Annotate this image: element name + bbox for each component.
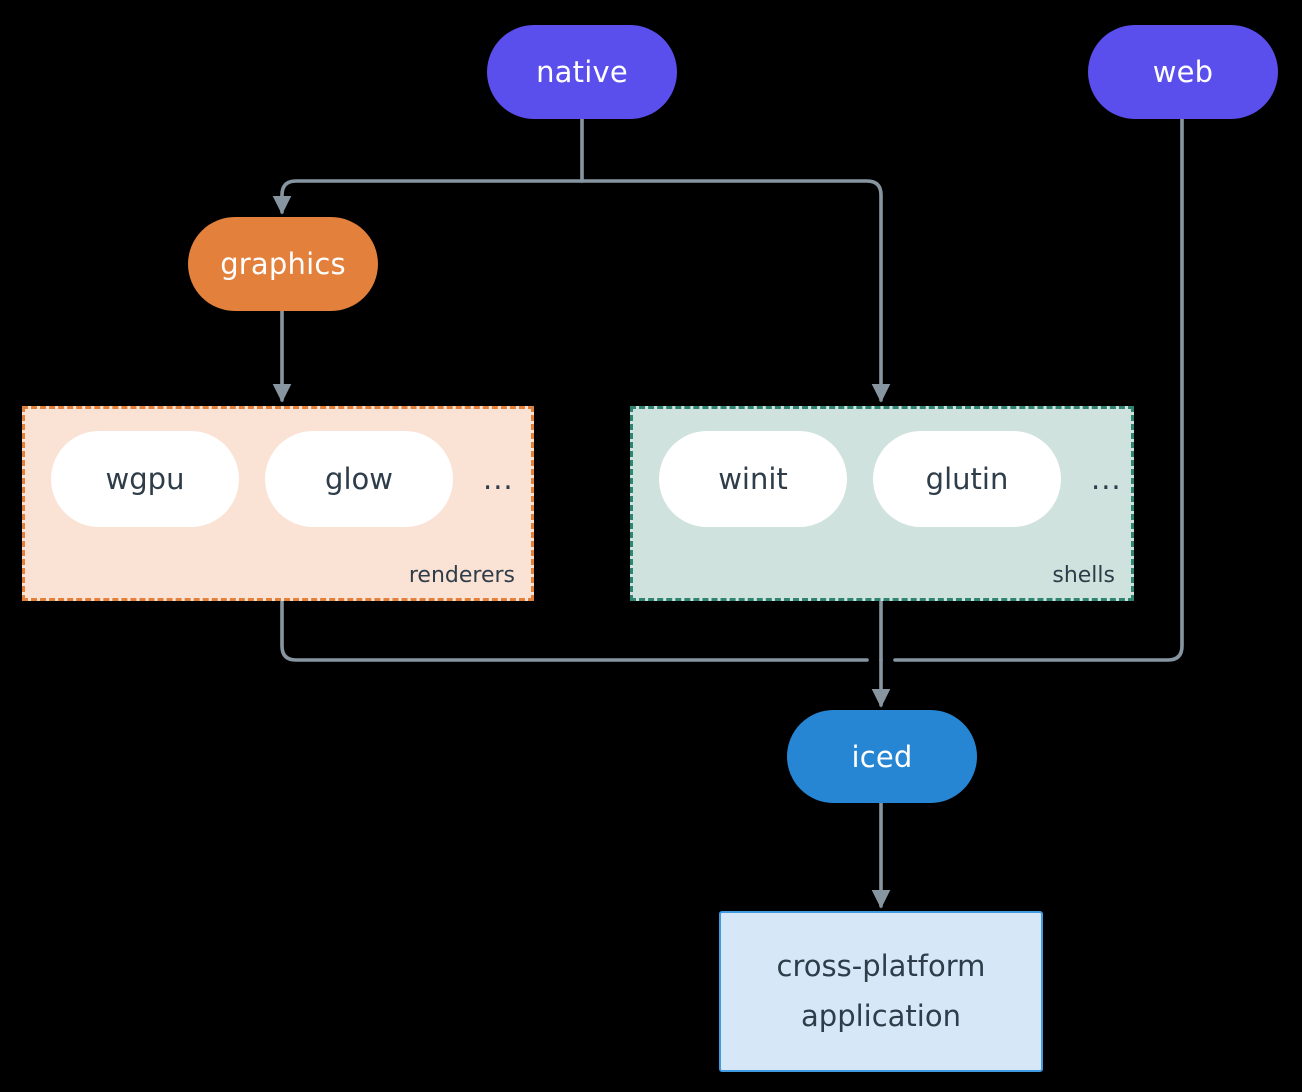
- edge-native-to-graphics: [272, 179, 584, 215]
- application-label-line1: cross-platform: [776, 948, 986, 983]
- node-graphics-label: graphics: [220, 247, 346, 281]
- node-wgpu[interactable]: wgpu: [51, 431, 239, 527]
- group-renderers-label: renderers: [408, 563, 515, 588]
- renderers-overflow-ellipsis: ...: [483, 462, 514, 496]
- node-graphics[interactable]: graphics: [188, 217, 378, 311]
- application-label-line2: application: [801, 998, 961, 1033]
- node-winit-label: winit: [718, 462, 788, 496]
- node-iced-label: iced: [851, 739, 913, 774]
- node-native[interactable]: native: [487, 25, 677, 119]
- group-renderers: wgpu glow ... renderers: [22, 406, 534, 601]
- node-winit[interactable]: winit: [659, 431, 847, 527]
- node-native-label: native: [536, 55, 628, 89]
- node-web[interactable]: web: [1088, 25, 1278, 119]
- group-shells-items: winit glutin ...: [659, 431, 1122, 527]
- group-renderers-items: wgpu glow ...: [51, 431, 514, 527]
- shells-overflow-ellipsis: ...: [1091, 462, 1122, 496]
- node-iced[interactable]: iced: [787, 710, 977, 803]
- node-glutin[interactable]: glutin: [873, 431, 1061, 527]
- edge-renderers-to-merge: [280, 599, 869, 662]
- group-shells-label: shells: [1052, 563, 1115, 588]
- node-wgpu-label: wgpu: [105, 462, 185, 496]
- node-cross-platform-application[interactable]: cross-platform application: [719, 911, 1043, 1072]
- node-glow-label: glow: [325, 462, 393, 496]
- node-glow[interactable]: glow: [265, 431, 453, 527]
- node-glutin-label: glutin: [925, 462, 1009, 496]
- edge-native-to-shells: [580, 179, 891, 403]
- group-shells: winit glutin ... shells: [630, 406, 1134, 601]
- node-web-label: web: [1152, 55, 1214, 89]
